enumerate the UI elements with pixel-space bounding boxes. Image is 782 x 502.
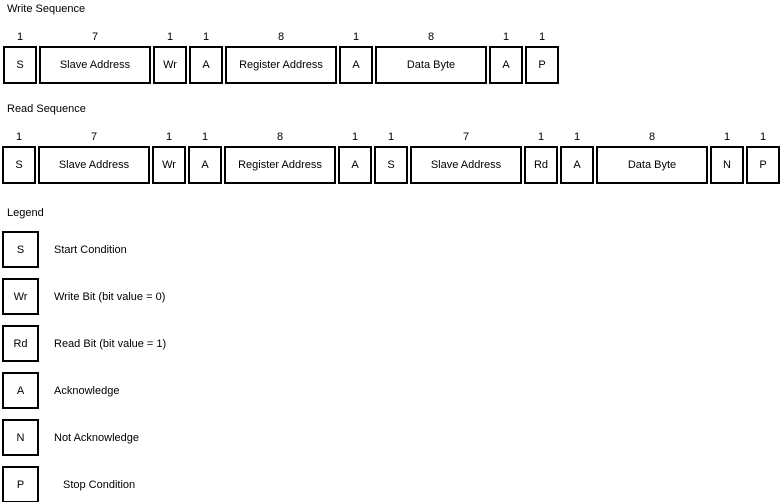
- field-box: S: [2, 146, 36, 184]
- field-box: P: [525, 46, 559, 84]
- field-box: Slave Address: [410, 146, 522, 184]
- bit-count: 7: [91, 31, 99, 43]
- bit-count: 1: [16, 31, 24, 43]
- legend-description: Acknowledge: [54, 384, 120, 397]
- legend-description: Start Condition: [54, 243, 127, 256]
- field-box: A: [189, 46, 223, 84]
- bit-count: 1: [165, 131, 173, 143]
- field-box: Register Address: [224, 146, 336, 184]
- legend-item: A Acknowledge: [2, 372, 166, 409]
- legend-symbol-box: S: [2, 231, 39, 268]
- bit-count: 1: [202, 31, 210, 43]
- legend-symbol-box: N: [2, 419, 39, 456]
- legend-symbol-box: P: [2, 466, 39, 502]
- write-sequence-title: Write Sequence: [7, 3, 86, 15]
- field-box: Data Byte: [596, 146, 708, 184]
- field-box: Wr: [152, 146, 186, 184]
- legend-symbol-box: A: [2, 372, 39, 409]
- bit-count: 7: [462, 131, 470, 143]
- legend-item: P Stop Condition: [2, 466, 166, 502]
- field-box: Slave Address: [39, 46, 151, 84]
- field-box: Slave Address: [38, 146, 150, 184]
- legend-item: S Start Condition: [2, 231, 166, 268]
- field-box: A: [339, 46, 373, 84]
- field-box: Register Address: [225, 46, 337, 84]
- legend-item: Wr Write Bit (bit value = 0): [2, 278, 166, 315]
- read-sequence-title: Read Sequence: [7, 103, 86, 115]
- field-box: Data Byte: [375, 46, 487, 84]
- bit-count: 1: [166, 31, 174, 43]
- field-box: A: [188, 146, 222, 184]
- legend-symbol-box: Wr: [2, 278, 39, 315]
- bit-count: 1: [537, 131, 545, 143]
- field-box: A: [338, 146, 372, 184]
- legend-title: Legend: [7, 207, 44, 219]
- bit-count: 8: [648, 131, 656, 143]
- legend-description: Stop Condition: [63, 478, 136, 491]
- field-box: A: [489, 46, 523, 84]
- bit-count: 7: [90, 131, 98, 143]
- legend-symbol-box: Rd: [2, 325, 39, 362]
- field-box: S: [374, 146, 408, 184]
- bit-count: 1: [573, 131, 581, 143]
- bit-count: 1: [351, 131, 359, 143]
- field-box: Rd: [524, 146, 558, 184]
- legend-item: N Not Acknowledge: [2, 419, 166, 456]
- field-box: N: [710, 146, 744, 184]
- field-box: Wr: [153, 46, 187, 84]
- legend-description: Not Acknowledge: [54, 431, 139, 444]
- legend-description: Read Bit (bit value = 1): [54, 337, 167, 350]
- field-box: P: [746, 146, 780, 184]
- legend-item: Rd Read Bit (bit value = 1): [2, 325, 166, 362]
- field-box: S: [3, 46, 37, 84]
- bit-count: 8: [427, 31, 435, 43]
- bit-count: 1: [201, 131, 209, 143]
- bit-count: 1: [502, 31, 510, 43]
- bit-count: 1: [387, 131, 395, 143]
- bit-count: 1: [759, 131, 767, 143]
- legend-description: Write Bit (bit value = 0): [54, 290, 166, 303]
- bit-count: 1: [15, 131, 23, 143]
- bit-count: 8: [276, 131, 284, 143]
- bit-count: 1: [538, 31, 546, 43]
- bit-count: 8: [277, 31, 285, 43]
- field-box: A: [560, 146, 594, 184]
- bit-count: 1: [723, 131, 731, 143]
- bit-count: 1: [352, 31, 360, 43]
